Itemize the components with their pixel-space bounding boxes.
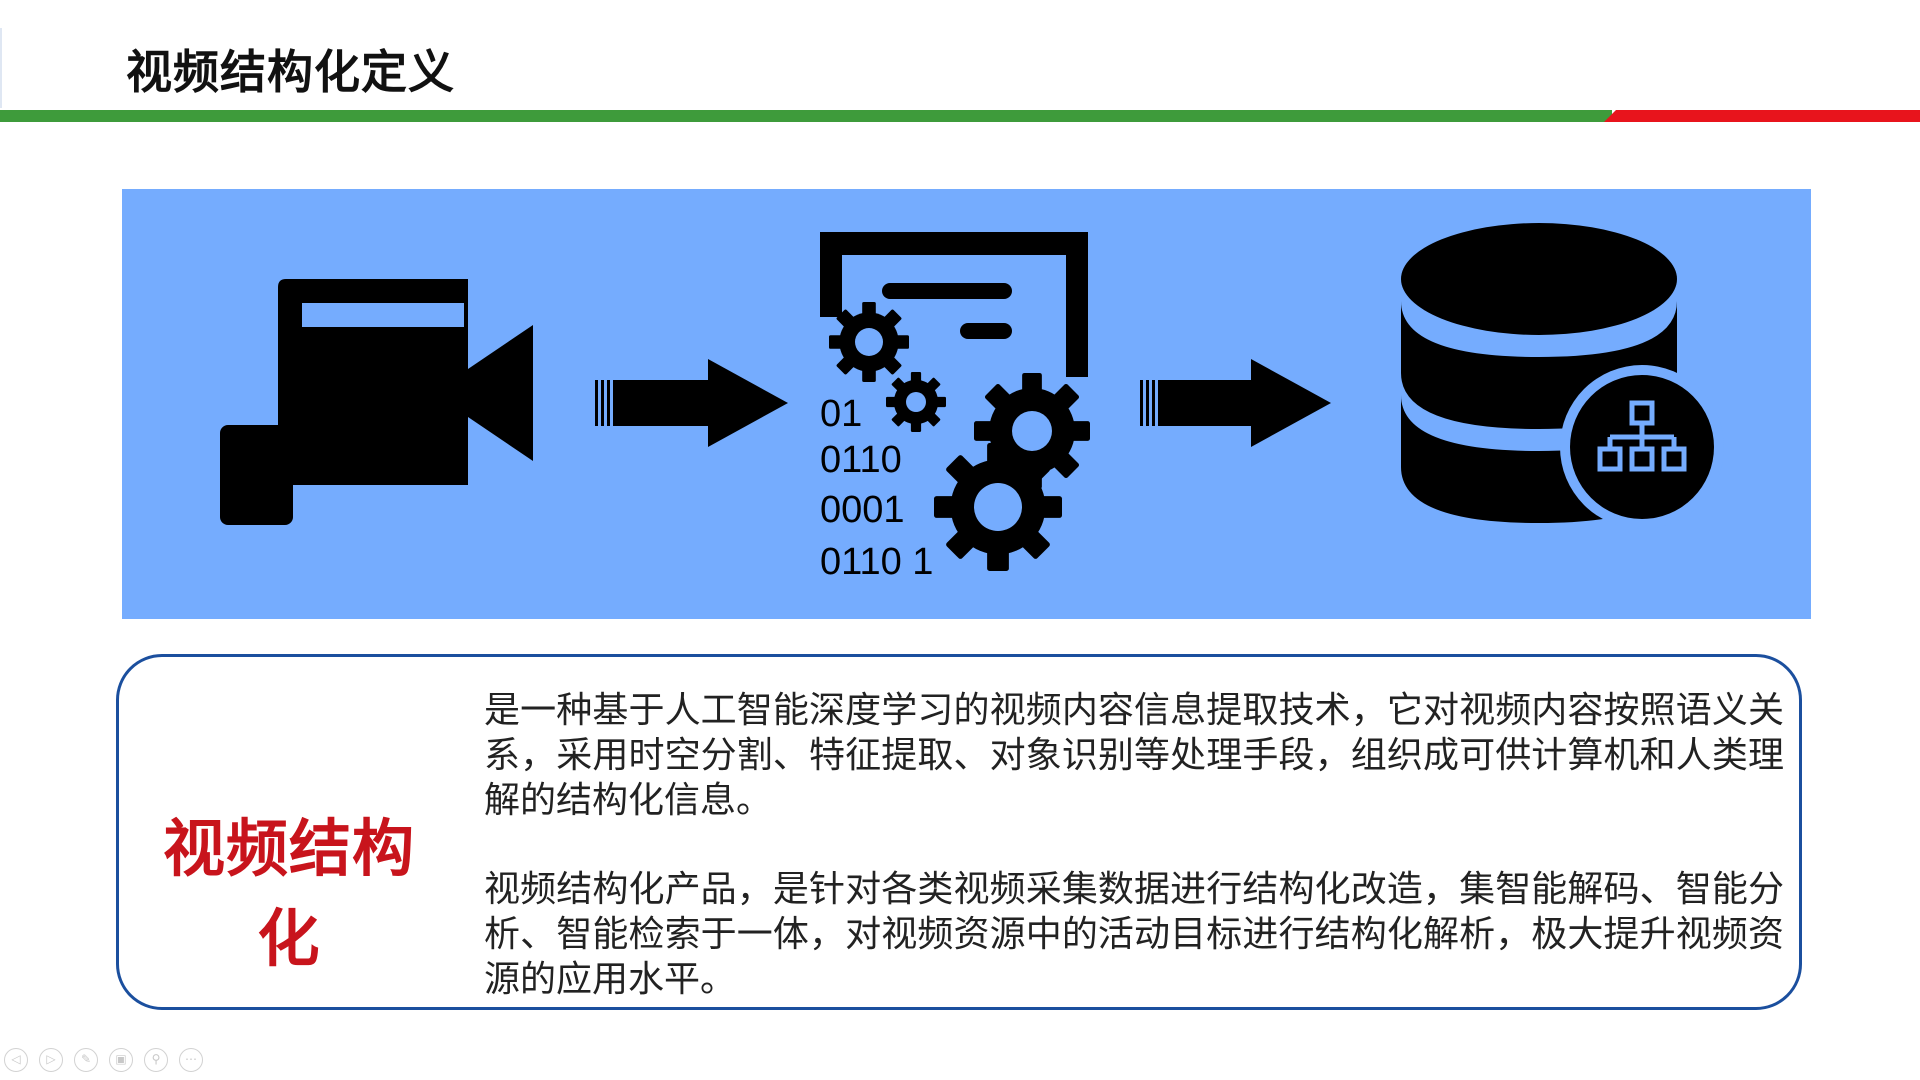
slide-title: 视频结构化定义 [126, 45, 455, 99]
title-divider-red [1604, 110, 1920, 122]
prev-icon[interactable]: ◁ [4, 1048, 28, 1072]
definition-paragraph-2: 视频结构化产品，是针对各类视频采集数据进行结构化改造，集智能解码、智能分析、智能… [484, 869, 1784, 1000]
definition-card: 视频结构化 是一种基于人工智能深度学习的视频内容信息提取技术，它对视频内容按照语… [116, 654, 1802, 1010]
camera-icon [220, 279, 533, 525]
next-icon[interactable]: ▷ [39, 1048, 63, 1072]
binary-line-4: 0110 1 [820, 541, 933, 583]
process-banner: 01 0110 0001 0110 1 [122, 189, 1811, 619]
pen-icon[interactable]: ✎ [74, 1048, 98, 1072]
data-processing-icon: 01 0110 0001 0110 1 [820, 232, 1090, 583]
arrow-right-icon [1140, 359, 1331, 447]
arrow-right-icon [595, 359, 788, 447]
slideshow-nav: ◁ ▷ ✎ ▣ ⚲ ⋯ [4, 1048, 203, 1074]
binary-line-3: 0001 [820, 489, 905, 531]
slides-icon[interactable]: ▣ [109, 1048, 133, 1072]
definition-paragraph-1: 是一种基于人工智能深度学习的视频内容信息提取技术，它对视频内容按照语义关系，采用… [484, 690, 1784, 821]
network-hierarchy-icon [1597, 400, 1687, 472]
left-edge-line [0, 28, 2, 108]
database-icon [1401, 223, 1724, 529]
definition-term: 视频结构化 [162, 812, 415, 975]
binary-line-1: 01 [820, 393, 862, 435]
title-divider-green [0, 110, 1612, 122]
zoom-icon[interactable]: ⚲ [144, 1048, 168, 1072]
more-icon[interactable]: ⋯ [179, 1048, 203, 1072]
binary-line-2: 0110 [820, 439, 902, 481]
